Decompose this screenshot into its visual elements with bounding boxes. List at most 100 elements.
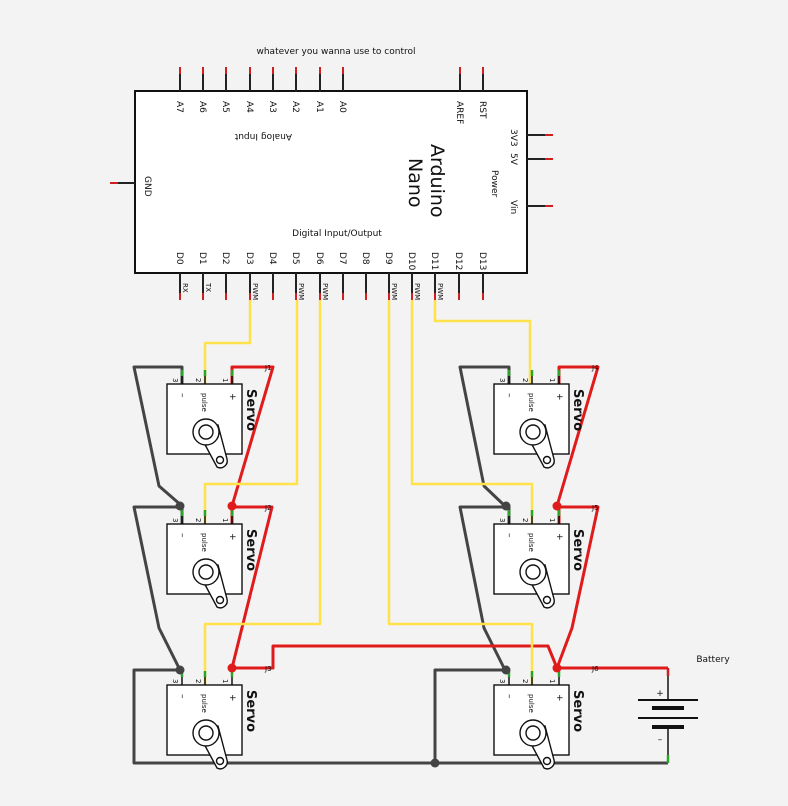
servo-plus-label: + bbox=[554, 694, 564, 702]
servo-pin-number: 1 bbox=[221, 518, 229, 522]
battery-label: Battery bbox=[696, 655, 730, 665]
digital-pin-label: D0 bbox=[174, 252, 184, 265]
power-pin-label: 3V3 bbox=[508, 129, 518, 147]
servo-pin-number: 1 bbox=[548, 518, 556, 522]
power-wire-bus bbox=[232, 644, 668, 670]
servo-title: Servo bbox=[243, 690, 258, 732]
servo-plus-label: + bbox=[554, 533, 564, 541]
servo-minus-label: – bbox=[177, 393, 187, 398]
servo-pin-number: 3 bbox=[171, 679, 179, 683]
digital-pin-note: PWM bbox=[413, 283, 421, 300]
servo-horn-hole bbox=[215, 455, 225, 465]
servo-pulse-label: pulse bbox=[527, 533, 535, 552]
digital-pin-label: D2 bbox=[220, 252, 230, 265]
junction-gnd-right-1 bbox=[501, 501, 511, 511]
signal-wire-d10 bbox=[410, 300, 534, 524]
analog-pin-label: A5 bbox=[220, 101, 230, 113]
servo-pin-number: 2 bbox=[521, 378, 529, 382]
digital-pin-note: RX bbox=[181, 283, 189, 293]
servo-horn-center bbox=[525, 564, 541, 580]
servo-horn-hole bbox=[542, 455, 552, 465]
power-title: Power bbox=[489, 170, 499, 198]
analog-pin-label: A3 bbox=[267, 101, 277, 113]
signal-wire-d6 bbox=[203, 300, 322, 685]
servo-pulse-label: pulse bbox=[527, 694, 535, 713]
servo-pulse-label: pulse bbox=[527, 393, 535, 412]
signal-wire-d11 bbox=[433, 300, 532, 384]
servo-horn-center bbox=[525, 725, 541, 741]
servo-pin-number: 3 bbox=[171, 518, 179, 522]
junction-gnd-bottom bbox=[430, 758, 440, 768]
junction-gnd-left-2 bbox=[175, 665, 185, 675]
servo-horn-hole bbox=[542, 756, 552, 766]
servo-pin-number: 2 bbox=[194, 378, 202, 382]
servo-minus-label: – bbox=[504, 694, 514, 699]
digital-pin-note: PWM bbox=[297, 283, 305, 300]
analog-pin-label: A0 bbox=[337, 101, 347, 113]
battery-plus: + bbox=[656, 689, 664, 699]
digital-pin-label: D7 bbox=[337, 252, 347, 265]
servo-ref: J5 bbox=[591, 504, 599, 512]
arduino-outline bbox=[134, 90, 528, 274]
servo-pin-number: 1 bbox=[548, 679, 556, 683]
servo-plus-label: + bbox=[227, 533, 237, 541]
digital-pin-note: TX bbox=[204, 282, 212, 292]
digital-pin-label: D11 bbox=[429, 252, 439, 270]
servo-pin-number: 1 bbox=[221, 679, 229, 683]
servo-title: Servo bbox=[570, 690, 585, 732]
signal-wire-d5 bbox=[203, 300, 299, 524]
top-right-pin-label: RST bbox=[477, 101, 487, 119]
servo-pin-number: 3 bbox=[498, 378, 506, 382]
analog-pin-label: A6 bbox=[197, 101, 207, 113]
servo-horn-hole bbox=[215, 756, 225, 766]
servo-ref: J1 bbox=[264, 364, 272, 372]
digital-pin-label: D13 bbox=[477, 252, 487, 270]
junction-gnd-left-1 bbox=[175, 501, 185, 511]
servo-pin-number: 1 bbox=[548, 378, 556, 382]
servo-ref: J4 bbox=[591, 364, 599, 372]
signal-wire-d9 bbox=[387, 300, 534, 685]
diagram-caption: whatever you wanna use to control bbox=[256, 47, 415, 57]
servo-horn-center bbox=[525, 424, 541, 440]
servo-ref: J3 bbox=[264, 665, 272, 673]
signal-wire-d3 bbox=[203, 300, 252, 384]
servo-pulse-label: pulse bbox=[200, 694, 208, 713]
analog-pin-label: A1 bbox=[314, 101, 324, 113]
servo-ref: J2 bbox=[264, 504, 272, 512]
servo-minus-label: – bbox=[504, 533, 514, 538]
servo-minus-label: – bbox=[177, 694, 187, 699]
digital-pin-note: PWM bbox=[390, 283, 398, 300]
junction-gnd-right-2 bbox=[501, 665, 511, 675]
servo-plus-label: + bbox=[554, 393, 564, 401]
servo-pin-number: 1 bbox=[221, 378, 229, 382]
top-right-pin-label: AREF bbox=[454, 101, 464, 124]
gnd-wire-left-3 bbox=[132, 668, 435, 765]
digital-pin-label: D9 bbox=[383, 252, 393, 265]
digital-pin-label: D1 bbox=[197, 252, 207, 265]
junction-power-right-2 bbox=[552, 663, 562, 673]
servo-horn-center bbox=[198, 564, 214, 580]
servo-horn-hole bbox=[542, 595, 552, 605]
digital-pin-note: PWM bbox=[251, 283, 259, 300]
servo-plus-label: + bbox=[227, 393, 237, 401]
servo-title: Servo bbox=[570, 529, 585, 571]
servo-pulse-label: pulse bbox=[200, 533, 208, 552]
analog-pin-label: A7 bbox=[174, 101, 184, 113]
junction-power-left-2 bbox=[227, 663, 237, 673]
power-pin-label: Vin bbox=[508, 200, 518, 214]
servo-minus-label: – bbox=[504, 393, 514, 398]
junction-power-right-1 bbox=[552, 501, 562, 511]
servo-horn-center bbox=[198, 725, 214, 741]
arduino-name-line1: Arduino bbox=[426, 144, 448, 218]
servo-title: Servo bbox=[243, 389, 258, 431]
servo-horn-hole bbox=[215, 595, 225, 605]
digital-pin-label: D8 bbox=[360, 252, 370, 265]
servo-pin-number: 3 bbox=[171, 378, 179, 382]
